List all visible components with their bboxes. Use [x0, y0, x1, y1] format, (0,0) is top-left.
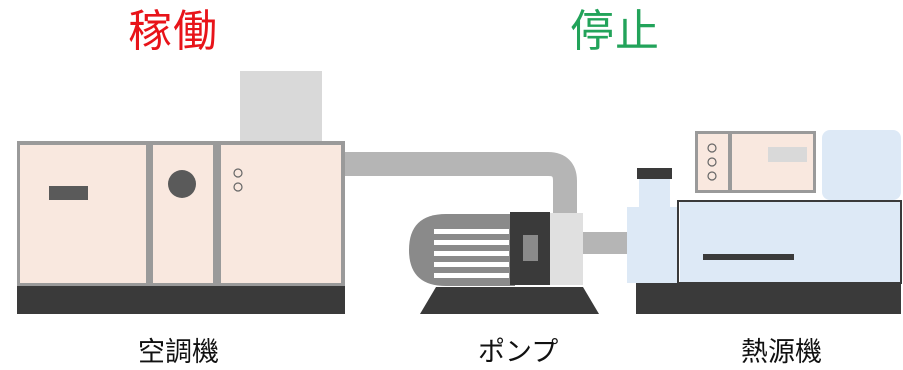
heat-source-unit [627, 130, 902, 314]
supply-pipe [343, 152, 577, 216]
heat-source-status: 停止 [570, 6, 660, 57]
body-outline [677, 200, 902, 284]
display-icon [768, 147, 807, 162]
pump-unit [409, 212, 599, 314]
chimney [639, 179, 670, 207]
pump-casing [550, 213, 583, 285]
tank [822, 130, 901, 200]
panel-middle [153, 145, 213, 283]
body-slot-icon [703, 254, 794, 260]
panel-left [20, 145, 146, 283]
air-handler-label: 空調機 [138, 337, 219, 368]
motor-fin [434, 273, 509, 278]
coupling-shaft [523, 235, 538, 261]
motor-fin [434, 262, 509, 267]
main-body [680, 202, 901, 283]
unit-base [17, 286, 345, 314]
indicator-light-icon [707, 157, 717, 167]
panel-right [221, 145, 341, 283]
motor-fin [434, 240, 509, 245]
indicator-light-icon [233, 168, 243, 178]
indicator-light-icon [707, 143, 717, 153]
air-handler-status: 稼働 [128, 6, 218, 57]
vent-slot-icon [49, 186, 88, 200]
unit-base [636, 283, 901, 314]
indicator-light-icon [707, 171, 717, 181]
chimney-cap [637, 168, 672, 179]
motor-fin [434, 251, 509, 256]
fan-icon [168, 170, 196, 198]
pump-label: ポンプ [478, 337, 559, 368]
inlet-box [627, 207, 679, 283]
return-pipe [583, 232, 629, 254]
air-handler-unit [17, 71, 345, 314]
pump-base [420, 287, 599, 314]
motor-fin [434, 229, 509, 234]
indicator-light-icon [233, 182, 243, 192]
heat-source-label: 熱源機 [741, 337, 822, 368]
vent-box [240, 71, 322, 142]
